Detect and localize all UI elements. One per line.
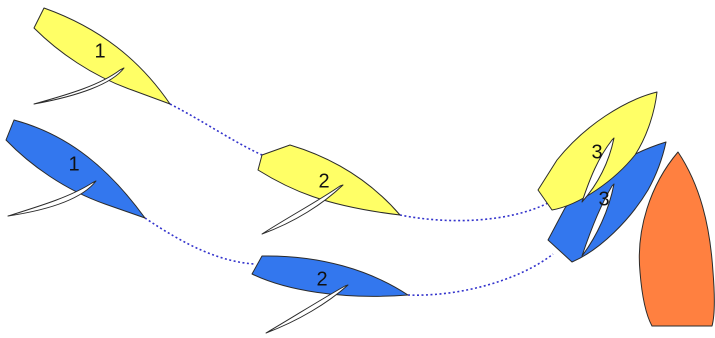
- blue-boat-track: [145, 218, 255, 264]
- yellow-boat-track: [400, 203, 548, 221]
- yellow-boat-position-1: 1: [34, 8, 170, 104]
- blue-boat-position-2: 2: [252, 256, 408, 333]
- yellow-boat-track: [170, 104, 262, 155]
- blue-boat-track: [408, 254, 553, 295]
- blue-boat-label-1: 1: [68, 153, 79, 175]
- blue-boat-label-3: 3: [598, 188, 609, 210]
- blue-boat-position-1: 1: [6, 120, 145, 218]
- yellow-boat-label-2: 2: [318, 170, 329, 192]
- blue-boat-hull: [252, 256, 408, 296]
- yellow-boat-label-3: 3: [591, 141, 602, 163]
- blue-boat-label-2: 2: [316, 268, 327, 290]
- blue-boat-boom: [266, 285, 348, 333]
- yellow-boat-position-2: 2: [258, 145, 400, 234]
- yellow-boat-label-1: 1: [94, 40, 105, 62]
